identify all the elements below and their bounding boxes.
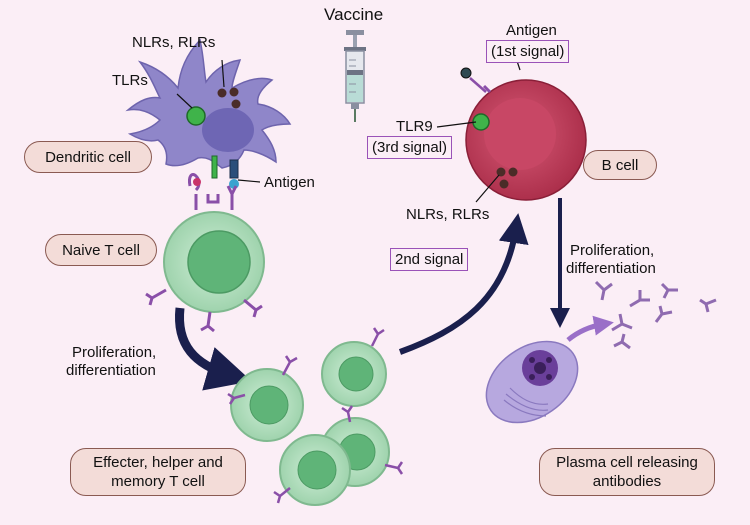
effector-label-line1: Effecter, helper and [93, 454, 223, 471]
tcr-receptors [194, 185, 238, 210]
dendritic-cell-label: Dendritic cell [24, 141, 152, 173]
tlr9-label: TLR9 [396, 118, 433, 135]
plasma-cell-label: Plasma cell releasing antibodies [539, 448, 715, 496]
tlrs-label: TLRs [112, 72, 148, 89]
first-signal-box: (1st signal) [486, 40, 570, 63]
b-cell [436, 57, 587, 203]
arrow-to-effector [174, 307, 252, 391]
arrow-second-signal [398, 213, 529, 355]
third-signal-box: (3rd signal) [367, 136, 453, 159]
prolif-left-line1: Proliferation, [72, 344, 157, 361]
prolif-left-line2: differentiation [66, 362, 156, 379]
naive-t-cell-label: Naive T cell [45, 234, 157, 266]
antibodies [594, 280, 717, 350]
plasma-label-line1: Plasma cell releasing [556, 454, 698, 471]
syringe-icon [344, 30, 366, 122]
prolif-right-line1: Proliferation, [570, 242, 655, 259]
plasma-label-line2: antibodies [592, 473, 662, 490]
dendritic-cell [125, 38, 292, 192]
prolif-right-line2: differentiation [566, 260, 656, 277]
effector-t-cell-label: Effecter, helper and memory T cell [70, 448, 246, 496]
nlrs-label-b: NLRs, RLRs [406, 206, 490, 223]
naive-t-cell [145, 211, 265, 333]
effector-label-line2: memory T cell [111, 473, 205, 490]
effector-cells [227, 327, 404, 506]
plasma-cell [485, 315, 614, 424]
b-cell-label: B cell [583, 150, 657, 180]
antigen-label-dc: Antigen [264, 174, 315, 191]
antigen-label-b: Antigen [506, 22, 557, 39]
vaccine-title: Vaccine [324, 5, 384, 24]
second-signal-box: 2nd signal [390, 248, 469, 271]
nlrs-label-dc: NLRs, RLRs [132, 34, 216, 51]
